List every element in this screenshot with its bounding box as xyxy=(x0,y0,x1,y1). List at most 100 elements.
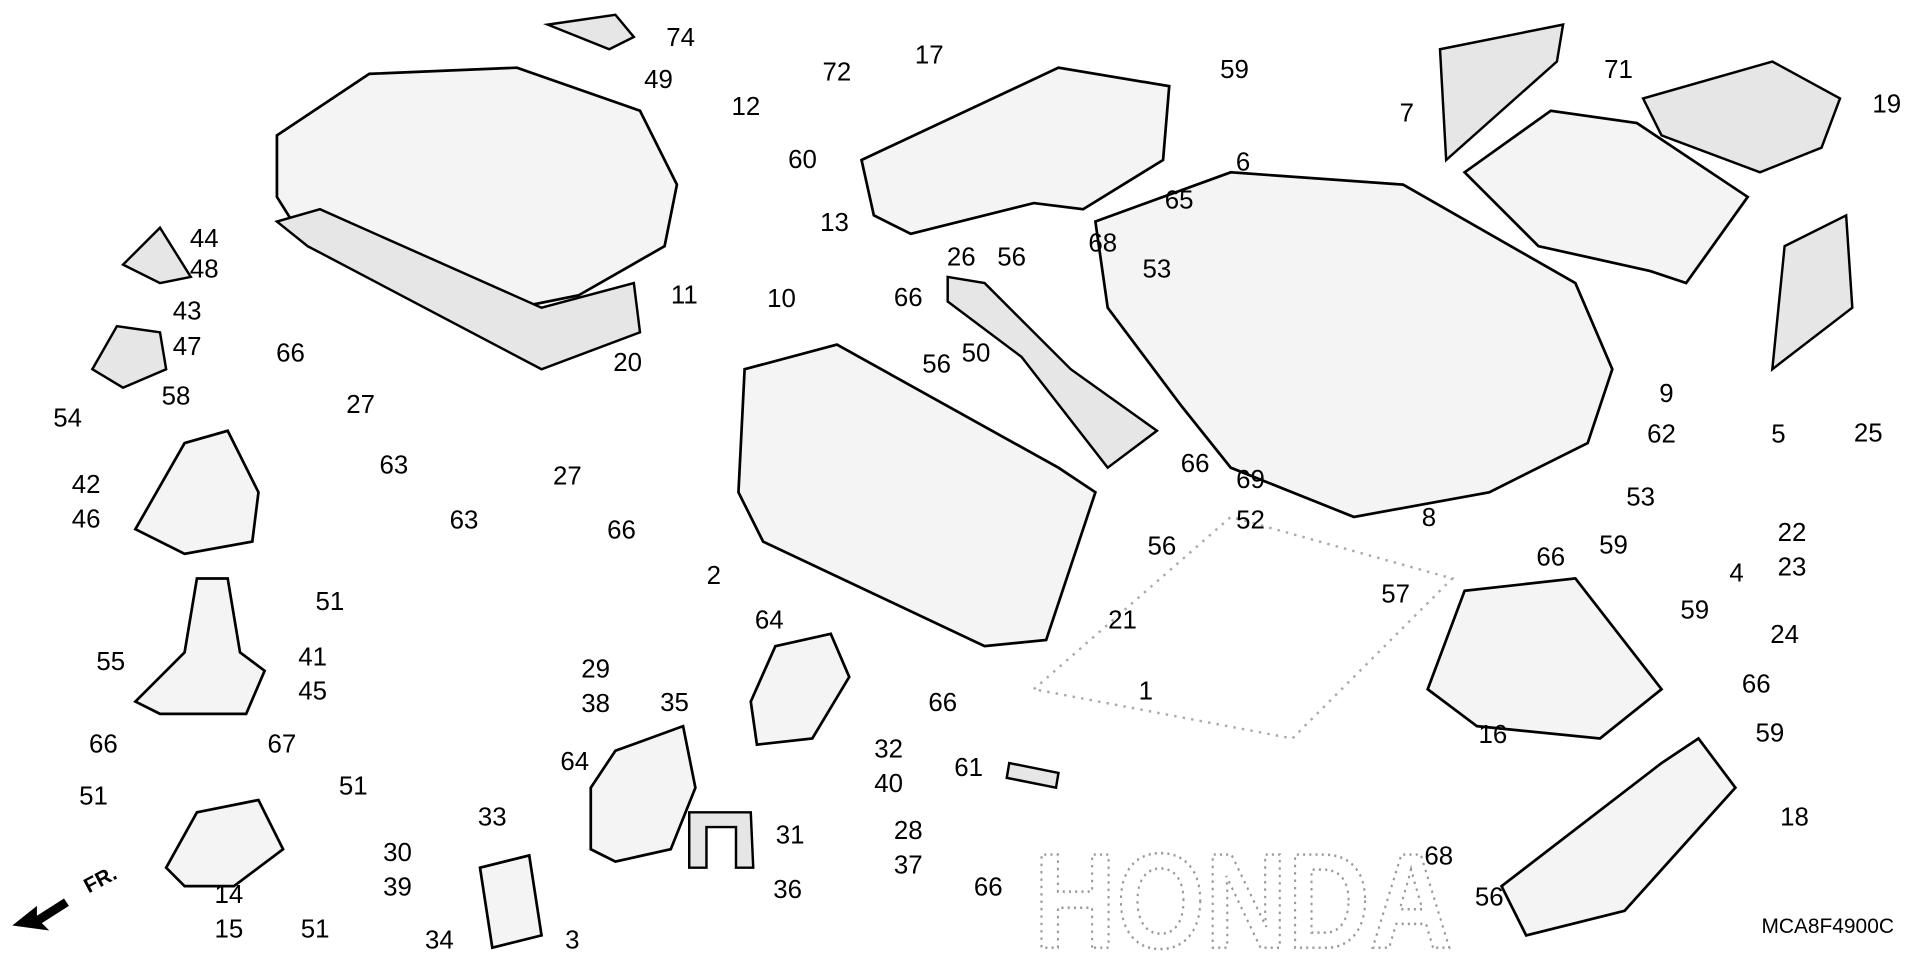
callout-label: 53 xyxy=(1626,483,1655,511)
callout-label: 2 xyxy=(707,562,721,590)
callout-label: 21 xyxy=(1108,606,1137,634)
callout-label: 41 xyxy=(298,643,327,671)
callout-label: 44 xyxy=(190,225,219,253)
callout-label: 18 xyxy=(1780,803,1809,831)
part-17-cover xyxy=(859,66,1171,236)
part-41-45 xyxy=(133,577,267,716)
callout-label: 33 xyxy=(478,803,507,831)
callout-label: 20 xyxy=(613,349,642,377)
callout-label: 68 xyxy=(1088,230,1117,258)
callout-label: 60 xyxy=(788,146,817,174)
callout-label: 66 xyxy=(276,339,305,367)
callout-label: 66 xyxy=(894,284,923,312)
callout-label: 52 xyxy=(1236,507,1265,535)
callout-label: 8 xyxy=(1422,504,1436,532)
watermark-honda-logo: HONDA xyxy=(1031,515,1455,960)
callout-label: 39 xyxy=(383,873,412,901)
callout-label: 55 xyxy=(96,648,125,676)
callout-label: 65 xyxy=(1165,187,1194,215)
callout-label: 47 xyxy=(173,333,202,361)
callout-label: 37 xyxy=(894,851,923,879)
part-9-trunk-body xyxy=(1093,170,1614,519)
callout-label: 64 xyxy=(560,748,589,776)
part-30-39 xyxy=(478,853,544,950)
part-31 xyxy=(688,811,755,869)
callout-label: 62 xyxy=(1647,421,1676,449)
callout-label: 51 xyxy=(315,588,344,616)
callout-label: 22 xyxy=(1778,519,1807,547)
callout-label: 46 xyxy=(72,505,101,533)
callout-label: 66 xyxy=(607,517,636,545)
callout-label: 59 xyxy=(1755,720,1784,748)
callout-label: 32 xyxy=(874,736,903,764)
part-73 xyxy=(1770,213,1854,372)
callout-label: 23 xyxy=(1778,553,1807,581)
callout-label: 28 xyxy=(894,817,923,845)
callout-label: 3 xyxy=(565,926,579,954)
callout-label: 51 xyxy=(339,773,368,801)
callout-label: 59 xyxy=(1680,597,1709,625)
callout-label: 12 xyxy=(731,93,760,121)
callout-label: 45 xyxy=(298,678,327,706)
callout-label: 66 xyxy=(1536,544,1565,572)
callout-label: 63 xyxy=(379,451,408,479)
callout-label: 13 xyxy=(820,209,849,237)
callout-label: 38 xyxy=(581,690,610,718)
callout-label: 11 xyxy=(671,281,698,309)
callout-label: 68 xyxy=(1424,843,1453,871)
callout-label: 56 xyxy=(997,243,1026,271)
callout-label: 56 xyxy=(1147,533,1176,561)
callout-label: 67 xyxy=(267,731,296,759)
callout-label: 57 xyxy=(1381,581,1410,609)
callout-label: 66 xyxy=(89,731,118,759)
callout-label: 48 xyxy=(190,256,219,284)
part-70-tray xyxy=(1462,109,1750,285)
part-11-trunk-lid xyxy=(275,66,679,310)
callout-label: 25 xyxy=(1854,419,1883,447)
part-42-46 xyxy=(133,429,260,556)
callout-label: 26 xyxy=(947,243,976,271)
callout-label: 27 xyxy=(553,462,582,490)
callout-label: 5 xyxy=(1771,421,1785,449)
callout-label: 31 xyxy=(776,822,805,850)
callout-label: 19 xyxy=(1872,91,1901,119)
callout-label: 40 xyxy=(874,770,903,798)
callout-label: 7 xyxy=(1400,99,1414,127)
callout-label: 17 xyxy=(915,41,944,69)
callout-label: 56 xyxy=(922,350,951,378)
callout-label: 64 xyxy=(755,606,784,634)
callout-label: 58 xyxy=(162,382,191,410)
part-19-panel xyxy=(1641,60,1842,174)
part-28-37 xyxy=(589,724,697,863)
callout-label: 72 xyxy=(823,59,852,87)
callout-label: 63 xyxy=(450,507,479,535)
callout-label: 43 xyxy=(173,297,202,325)
callout-label: 53 xyxy=(1143,256,1172,284)
watermark-text: HONDA xyxy=(1034,825,1452,960)
part-74 xyxy=(542,13,636,51)
parts-drawings xyxy=(90,13,1854,950)
callout-label: 36 xyxy=(773,876,802,904)
callout-label: 56 xyxy=(1475,883,1504,911)
part-16-lower-tray xyxy=(1426,577,1664,740)
part-14-15 xyxy=(164,798,285,888)
callout-label: 51 xyxy=(79,782,108,810)
callout-label: 27 xyxy=(346,391,375,419)
callout-label: 66 xyxy=(974,873,1003,901)
callout-label: 66 xyxy=(1181,450,1210,478)
callout-label: 15 xyxy=(215,915,244,943)
callout-label: 30 xyxy=(383,839,412,867)
part-43-47 xyxy=(90,324,168,390)
callout-label: 71 xyxy=(1604,56,1633,84)
part-26-bracket xyxy=(946,275,1160,470)
callout-label: 66 xyxy=(1742,670,1771,698)
callout-label: 10 xyxy=(767,285,796,313)
callout-label: 66 xyxy=(928,689,957,717)
callout-label: 59 xyxy=(1220,56,1249,84)
callout-label: 1 xyxy=(1139,678,1153,706)
part-29-38 xyxy=(749,632,851,747)
callout-label: 54 xyxy=(53,405,82,433)
part-61 xyxy=(1005,761,1060,790)
